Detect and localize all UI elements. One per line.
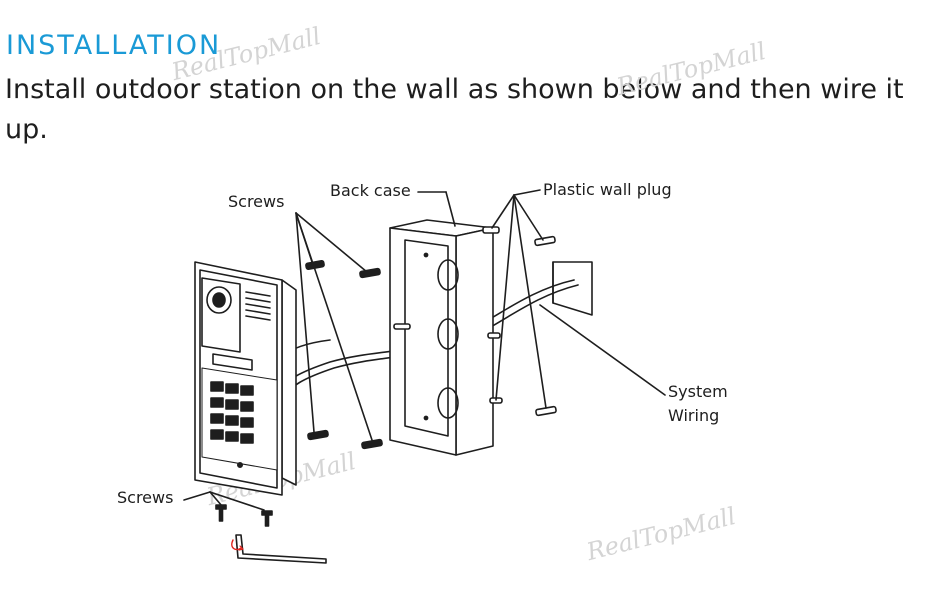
back-case [389, 219, 503, 456]
plastic-wall-plugs [491, 189, 557, 417]
label-back-case: Back case [330, 181, 411, 200]
label-screws-bottom: Screws [117, 488, 174, 507]
wall-box [552, 261, 593, 316]
label-plastic-wall-plug: Plastic wall plug [543, 180, 672, 199]
system-wiring-leader [539, 304, 666, 396]
installation-instruction: Install outdoor station on the wall as s… [5, 74, 904, 145]
label-screws-top: Screws [228, 192, 285, 211]
display-window [212, 353, 253, 371]
outdoor-station-panel [194, 261, 297, 496]
keypad [210, 381, 254, 444]
section-heading: INSTALLATION [6, 30, 222, 61]
screws-top [295, 212, 383, 450]
back-case-hole-middle [437, 318, 459, 350]
screws-bottom [183, 491, 273, 527]
back-case-hole-bottom [437, 387, 459, 419]
hex-key [231, 534, 327, 564]
label-system-wiring: System Wiring [668, 382, 728, 425]
back-case-hole-top [437, 259, 459, 291]
